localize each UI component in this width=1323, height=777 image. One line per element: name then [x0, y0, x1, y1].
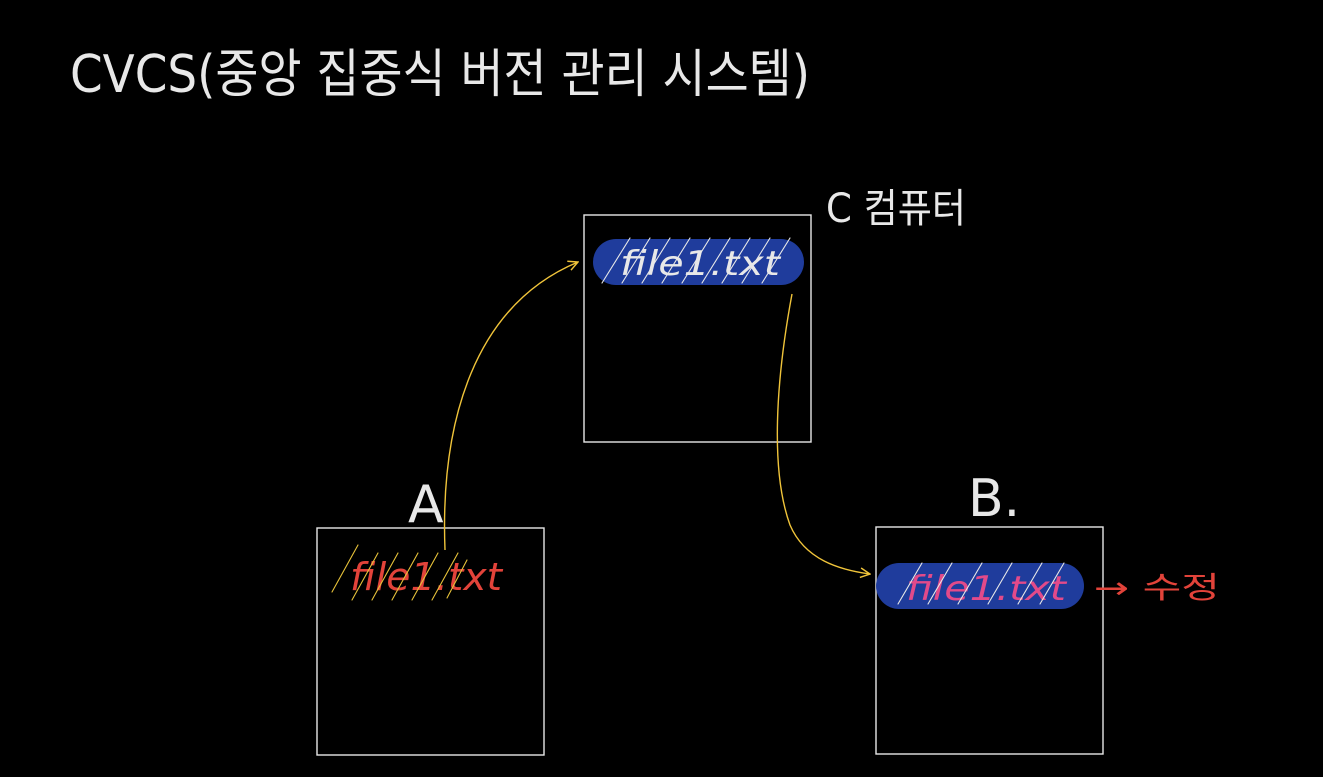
client-b-label: B.: [968, 469, 1020, 529]
server-file-label: file1.txt: [620, 244, 782, 284]
client-a-file-hatching: [331, 544, 468, 601]
client-a-file: file1.txt: [331, 544, 504, 601]
client-b-note: → 수정: [1094, 571, 1220, 606]
server-box: [583, 214, 812, 443]
arrow-server-to-b: [776, 293, 870, 574]
client-b-file-pill: [876, 563, 1084, 609]
server-label: C 컴퓨터: [826, 186, 966, 232]
arrow-a-to-server: [443, 262, 578, 551]
server-file-hatching: [601, 237, 791, 284]
server-file-pill: [593, 239, 804, 285]
client-b-file: file1.txt: [876, 562, 1084, 609]
client-b-file-label: file1.txt: [906, 569, 1068, 609]
server-file: file1.txt: [593, 237, 804, 285]
client-b-box: [875, 526, 1104, 755]
page-title: CVCS(중앙 집중식 버전 관리 시스템): [70, 45, 810, 105]
client-b-file-hatching: [897, 562, 1065, 605]
client-a-file-label: file1.txt: [350, 555, 504, 599]
client-a-label: A: [408, 475, 444, 535]
client-a-box: [316, 527, 545, 756]
